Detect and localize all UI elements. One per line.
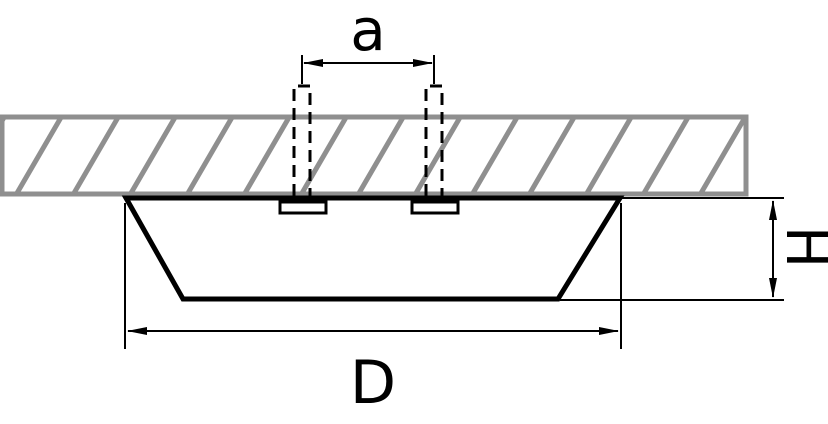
dim-label-D: D: [350, 348, 396, 418]
mounting-clip-left: [278, 200, 328, 215]
screw-hidden-outline-right: [424, 84, 444, 196]
mounting-clip-right: [410, 200, 460, 215]
screw-hidden-outline-left: [292, 84, 312, 196]
ceiling-panel: [0, 114, 749, 197]
fixture-body: [121, 195, 625, 302]
dim-label-a: a: [350, 0, 386, 64]
dim-label-H: H: [773, 226, 828, 268]
